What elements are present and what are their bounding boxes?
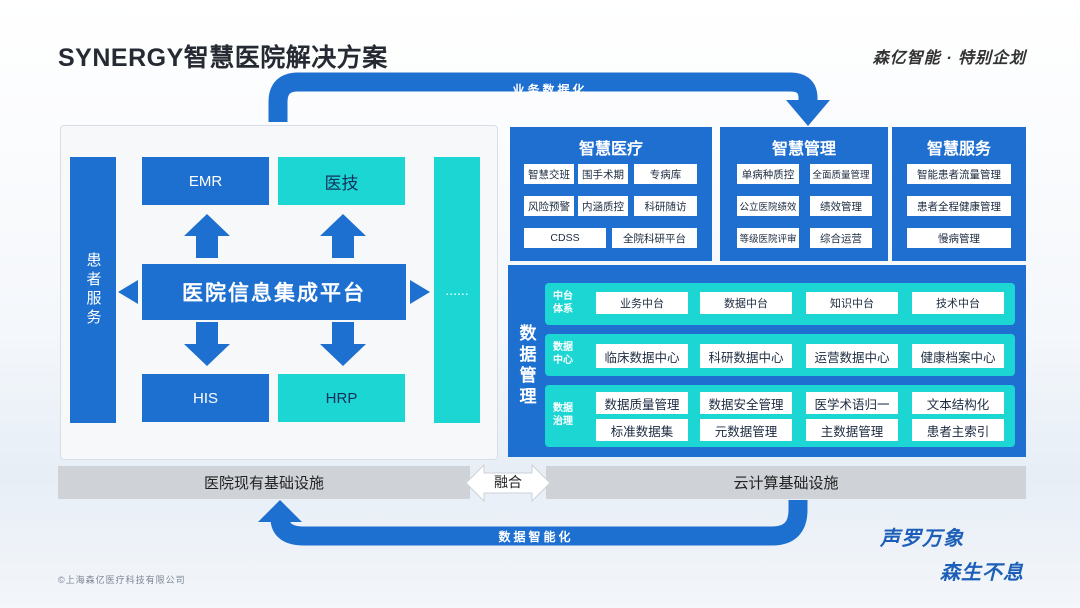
arrow-down-icon [320, 322, 366, 366]
chip-research-data-center: 科研数据中心 [700, 344, 792, 368]
top-flow-arrow [268, 72, 830, 126]
chip-health-record-center: 健康档案中心 [912, 344, 1004, 368]
chip-quality-control: 内涵质控 [578, 196, 628, 216]
bottom-flow-label: 数据智能化 [498, 530, 574, 544]
smart-management-title: 智慧管理 [771, 141, 836, 158]
smart-medical-title: 智慧医疗 [578, 141, 643, 158]
chip-risk-warning: 风险预警 [524, 196, 574, 216]
chip-tech-middle: 技术中台 [912, 292, 1004, 314]
integration-platform-box: 医院信息集成平台 [142, 264, 406, 320]
chip-data-quality: 数据质量管理 [596, 392, 688, 414]
hospital-infrastructure-label: 医院现有基础设施 [203, 475, 324, 492]
chip-text-structuring: 文本结构化 [912, 392, 1004, 414]
chip-knowledge-middle: 知识中台 [806, 292, 898, 314]
chip-total-quality: 全面质量管理 [810, 164, 872, 184]
chip-research-followup: 科研随访 [634, 196, 697, 216]
chip-operation-data-center: 运营数据中心 [806, 344, 898, 368]
chip-patient-index: 患者主索引 [912, 419, 1004, 441]
chip-clinical-data-center: 临床数据中心 [596, 344, 688, 368]
chip-hospital-grading: 等级医院评审 [737, 228, 799, 248]
chip-smart-handover: 智慧交班 [524, 164, 574, 184]
chip-perioperative: 围手术期 [578, 164, 628, 184]
integration-platform-label: 医院信息集成平台 [182, 282, 366, 305]
top-flow-label: 业务数据化 [512, 83, 588, 97]
chip-public-hospital-performance: 公立医院绩效 [737, 196, 799, 216]
more-systems-label: ...... [445, 282, 469, 298]
cloud-infrastructure-label: 云计算基础设施 [733, 475, 839, 492]
chip-data-security: 数据安全管理 [700, 392, 792, 414]
data-center-label: 数据中心 [553, 342, 573, 366]
yiji-label: 医技 [324, 173, 359, 193]
bottom-flow-arrow [258, 500, 808, 546]
chip-chronic-disease: 慢病管理 [907, 228, 1011, 248]
data-governance-label: 数据治理 [553, 403, 573, 427]
arrow-down-icon [184, 322, 230, 366]
chip-performance-management: 绩效管理 [810, 196, 872, 216]
arrow-left-icon [118, 280, 138, 304]
chip-business-middle: 业务中台 [596, 292, 688, 314]
hrp-label: HRP [325, 389, 358, 407]
slogan-line-1: 声罗万象 [880, 526, 964, 550]
hospital-infrastructure-bar: 医院现有基础设施 [58, 466, 470, 499]
chip-data-middle: 数据中台 [700, 292, 792, 314]
arrow-up-icon [184, 214, 230, 258]
platform-system-label: 中台体系 [553, 291, 573, 315]
chip-operations: 综合运营 [810, 228, 872, 248]
page-title: SYNERGY智慧医院解决方案 [58, 44, 388, 72]
chip-research-platform: 全院科研平台 [612, 228, 697, 248]
patient-service-label: 患者服务 [84, 252, 102, 328]
chip-master-data: 主数据管理 [806, 419, 898, 441]
brand-label: 森亿智能 · 特别企划 [872, 50, 1026, 67]
chip-standard-dataset: 标准数据集 [596, 419, 688, 441]
slogan-calligraphy: 声罗万象 森生不息 [880, 522, 1040, 592]
copyright-text: ©上海森亿医疗科技有限公司 [58, 575, 186, 585]
patient-service-bar: 患者服务 [70, 157, 116, 423]
chip-disease-library: 专病库 [634, 164, 697, 184]
arrow-up-icon [320, 214, 366, 258]
smart-service-title: 智慧服务 [926, 141, 991, 158]
chip-single-disease-qc: 单病种质控 [737, 164, 799, 184]
chip-terminology: 医学术语归一 [806, 392, 898, 414]
his-label: HIS [192, 389, 218, 407]
cloud-infrastructure-bar: 云计算基础设施 [546, 466, 1026, 499]
data-management-title-box: 数据管理 [512, 283, 540, 448]
yiji-box: 医技 [278, 157, 405, 205]
chip-patient-health: 患者全程健康管理 [907, 196, 1011, 216]
arrow-right-icon [410, 280, 430, 304]
chip-patient-flow: 智能患者流量管理 [907, 164, 1011, 184]
chip-cdss: CDSS [524, 228, 606, 248]
emr-box: EMR [142, 157, 269, 205]
emr-label: EMR [188, 172, 223, 190]
hrp-box: HRP [278, 374, 405, 422]
his-box: HIS [142, 374, 269, 422]
data-management-title: 数据管理 [516, 323, 536, 408]
slogan-line-2: 森生不息 [940, 560, 1024, 584]
more-systems-bar: ...... [434, 157, 480, 423]
chip-metadata: 元数据管理 [700, 419, 792, 441]
merge-label: 融合 [494, 474, 522, 490]
merge-double-arrow-icon [466, 463, 550, 503]
